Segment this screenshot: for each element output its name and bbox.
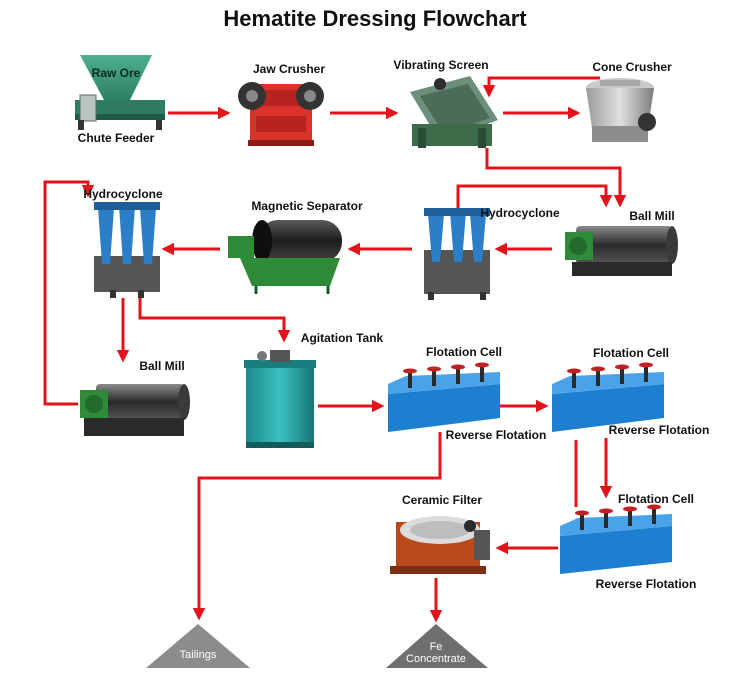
arrow-hydro2-return-to-ballmill bbox=[456, 184, 613, 212]
flotation-cell-1-illustration bbox=[388, 362, 500, 432]
arrow-cone-return-to-screen bbox=[482, 76, 600, 98]
node-label-ceramic-filter: Ceramic Filter bbox=[401, 493, 483, 507]
fe-label-line-1: Fe bbox=[429, 641, 443, 653]
diagram-title: Hematite Dressing Flowchart bbox=[223, 6, 527, 31]
hydrocyclone-2-illustration bbox=[424, 208, 490, 300]
node-label-magnetic-separator: Magnetic Separator bbox=[251, 199, 363, 213]
cone-crusher-illustration bbox=[586, 78, 656, 142]
chute-feeder-illustration bbox=[75, 55, 165, 130]
arrow-flot1-to-tailings bbox=[192, 432, 442, 621]
node-label-cone-crusher: Cone Crusher bbox=[592, 60, 672, 74]
node-label-hydrocyclone-1: Hydrocyclone bbox=[83, 187, 163, 201]
jaw-crusher-illustration bbox=[238, 82, 324, 146]
arrow-hydro1-to-agitation bbox=[138, 295, 291, 343]
agitation-tank-illustration bbox=[244, 350, 316, 448]
arrow-screen-to-ballmill bbox=[485, 148, 627, 208]
node-label-hydrocyclone-2: Hydrocyclone bbox=[480, 206, 560, 220]
node-label-raw-ore: Raw Ore bbox=[91, 66, 141, 80]
node-label-vibrating-screen: Vibrating Screen bbox=[393, 58, 489, 72]
node-label-flotation-cell-2: Flotation Cell bbox=[593, 346, 669, 360]
fe-concentrate-label: Fe Concentrate bbox=[396, 641, 476, 665]
node-label-flotation-cell-1: Flotation Cell bbox=[426, 345, 502, 359]
magnetic-separator-illustration bbox=[228, 220, 342, 294]
tailings-label: Tailings bbox=[179, 649, 217, 661]
node-label-jaw-crusher: Jaw Crusher bbox=[252, 62, 326, 76]
tailings-heap bbox=[146, 624, 250, 668]
node-label-reverse-flotation-1: Reverse Flotation bbox=[445, 428, 547, 442]
ball-mill-1-illustration bbox=[565, 226, 678, 276]
fe-label-line-2: Concentrate bbox=[406, 653, 466, 665]
hydrocyclone-1-illustration bbox=[94, 202, 160, 298]
node-label-agitation-tank: Agitation Tank bbox=[300, 331, 384, 345]
flotation-cell-3-illustration bbox=[560, 504, 672, 574]
node-label-flotation-cell-3: Flotation Cell bbox=[618, 492, 694, 506]
flow-arrows bbox=[43, 76, 627, 623]
ball-mill-2-illustration bbox=[80, 384, 190, 436]
concentrate-heap bbox=[386, 624, 488, 668]
flotation-cell-2-illustration bbox=[552, 362, 664, 432]
node-label-ball-mill-2: Ball Mill bbox=[139, 359, 185, 373]
node-label-reverse-flotation-3: Reverse Flotation bbox=[595, 577, 697, 591]
arrow-ballmill2-return-to-hydro1 bbox=[43, 180, 95, 406]
ceramic-filter-illustration bbox=[390, 516, 490, 574]
node-label-chute-feeder: Chute Feeder bbox=[77, 131, 155, 145]
node-label-reverse-flotation-2: Reverse Flotation bbox=[608, 423, 710, 437]
vibrating-screen-illustration bbox=[410, 76, 498, 148]
node-label-ball-mill-1: Ball Mill bbox=[629, 209, 675, 223]
